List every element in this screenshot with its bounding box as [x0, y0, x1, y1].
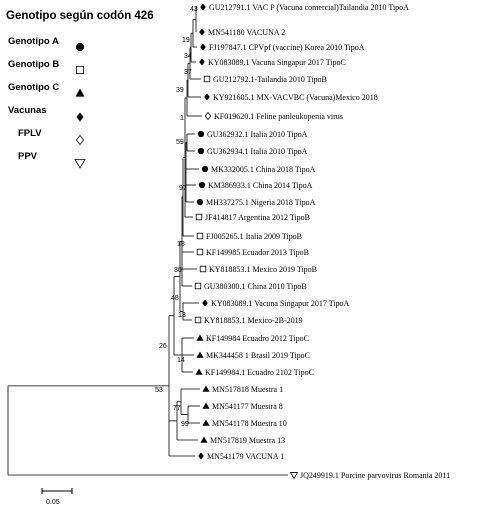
leaf-symbol — [202, 402, 210, 409]
leaf-label: KF019620.1 Feline panleukopenia virus — [214, 112, 343, 121]
bootstrap-value: 53 — [155, 387, 163, 394]
leaf-label: MN541178 Muestra 10 — [212, 419, 287, 428]
leaf-symbol — [196, 351, 204, 358]
bootstrap-value: 34 — [184, 53, 192, 60]
leaf-label: GU362932.1 Italia 2010 TipoA — [207, 130, 308, 139]
bootstrap-value: 18 — [177, 241, 185, 248]
leaf-symbol — [197, 130, 205, 138]
leaf-symbol — [289, 472, 299, 480]
leaf-symbol — [197, 147, 205, 155]
bootstrap-value: 1 — [180, 115, 184, 122]
legend-symbol-genotipo-c — [75, 88, 85, 97]
bootstrap-value: 59 — [176, 139, 184, 146]
leaf-label: KY818853.1 Mexico 2019 TipoB — [209, 265, 317, 274]
leaf-symbol — [204, 111, 212, 121]
leaf-symbol — [194, 282, 202, 290]
leaf-symbol — [195, 368, 203, 375]
leaf-label: MN541179 VACUNA 1 — [207, 452, 284, 461]
legend-symbol-ppv — [74, 159, 86, 169]
legend-symbol-fplv — [75, 134, 85, 146]
leaf-symbol — [196, 248, 204, 256]
leaf-label: KY818853.1 Mexico-2B-2019 — [204, 316, 303, 325]
legend-label-fplv: FPLV — [18, 128, 42, 139]
leaf-symbol — [204, 93, 210, 101]
legend-symbol-genotipo-a — [75, 42, 85, 52]
leaf-label: FJ005265.1 Italia 2009 TipoB — [206, 232, 302, 241]
leaf-label: MN541177 Muestra 8 — [212, 402, 283, 411]
bootstrap-value: 13 — [178, 312, 186, 319]
leaf-label: MH337275.1 Nigeria 2018 TipoA — [206, 198, 316, 207]
leaf-symbol — [200, 43, 206, 51]
leaf-symbol — [198, 452, 204, 460]
leaf-symbol — [199, 28, 205, 36]
leaf-label: KY921605.1 MX-VACVBC (Vacuna)Mexico 2018 — [213, 93, 378, 102]
leaf-label: KF149984 Ecuadro 2012 TipoC — [206, 334, 309, 343]
legend-symbol-genotipo-b — [76, 66, 85, 75]
bootstrap-value: 97 — [179, 185, 187, 192]
leaf-label: KY083089.1 Vacuna Singapur 2017 TipoC — [208, 58, 346, 67]
leaf-label: FJ197847.1 CPVpf (vaccine) Korea 2010 Ti… — [209, 43, 365, 52]
leaf-symbol — [196, 334, 204, 341]
leaf-symbol — [200, 436, 208, 443]
leaf-symbol — [202, 419, 210, 426]
leaf-symbol — [196, 232, 204, 240]
leaf-label: KF149984.1 Ecuadro 2102 TipoC — [205, 368, 314, 377]
legend-label-vacunas: Vacunas — [8, 105, 47, 116]
legend-label-ppv: PPV — [18, 151, 38, 162]
leaf-symbol — [199, 58, 205, 66]
leaf-label: KM386933.1 China 2014 TipoA — [208, 181, 313, 190]
leaf-label: MN541180 VACUNA 2 — [208, 28, 285, 37]
bootstrap-value: 77 — [173, 405, 181, 412]
leaf-symbol — [199, 265, 207, 273]
leaf-label: GU212792.1-Tailandia 2010 TipoB — [213, 75, 327, 84]
leaf-symbol — [198, 181, 206, 189]
leaf-symbol — [203, 75, 211, 83]
bootstrap-value: 37 — [184, 69, 192, 76]
leaf-label: JQ249919.1 Porcine parvovirus Romania 20… — [300, 471, 450, 480]
leaf-label: MK332005.1 China 2018 TipoA — [211, 165, 316, 174]
bootstrap-value: 39 — [176, 87, 184, 94]
page-title: Genotipo según codón 426 — [6, 10, 154, 22]
leaf-label: GU362934.1 Italia 2010 TipoA — [207, 147, 308, 156]
leaf-label: MK344458 1 Brasil 2019 TipoC — [206, 351, 310, 360]
bootstrap-value: 19 — [182, 37, 190, 44]
leaf-symbol — [200, 3, 206, 11]
bootstrap-value: 30 — [174, 267, 182, 274]
legend-label-genotipo-b: Genotipo B — [8, 59, 60, 70]
bootstrap-value: 43 — [190, 6, 198, 13]
bootstrap-value: 26 — [159, 343, 167, 350]
leaf-symbol — [202, 385, 210, 392]
leaf-label: KF149985 Ecuador 2013 TipoB — [206, 248, 309, 257]
leaf-symbol — [196, 198, 204, 206]
leaf-label: JF414817 Argentina 2012 TipoB — [205, 213, 310, 222]
leaf-label: MN517819 Muestra 13 — [210, 436, 285, 445]
leaf-label: KY083089.1 Vacuna Singapur 2017 TipoA — [211, 299, 350, 308]
legend-symbol-vacunas — [76, 112, 84, 122]
bootstrap-value: 48 — [171, 295, 179, 302]
legend-label-genotipo-c: Genotipo C — [8, 82, 60, 93]
leaf-label: MN517818 Muestra 1 — [212, 385, 283, 394]
leaf-symbol — [202, 299, 208, 307]
leaf-symbol — [194, 316, 202, 324]
leaf-label: GU212791.1 VAC P (Vacuna comercial)Taila… — [209, 3, 409, 12]
leaf-symbol — [201, 165, 209, 173]
scale-bar-label: 0.05 — [46, 499, 60, 506]
leaf-label: GU380300.1 China 2010 TipoB — [204, 282, 307, 291]
leaf-symbol — [195, 213, 203, 221]
legend-label-genotipo-a: Genotipo A — [8, 36, 59, 47]
bootstrap-value: 14 — [177, 357, 185, 364]
bootstrap-value: 99 — [181, 421, 189, 428]
